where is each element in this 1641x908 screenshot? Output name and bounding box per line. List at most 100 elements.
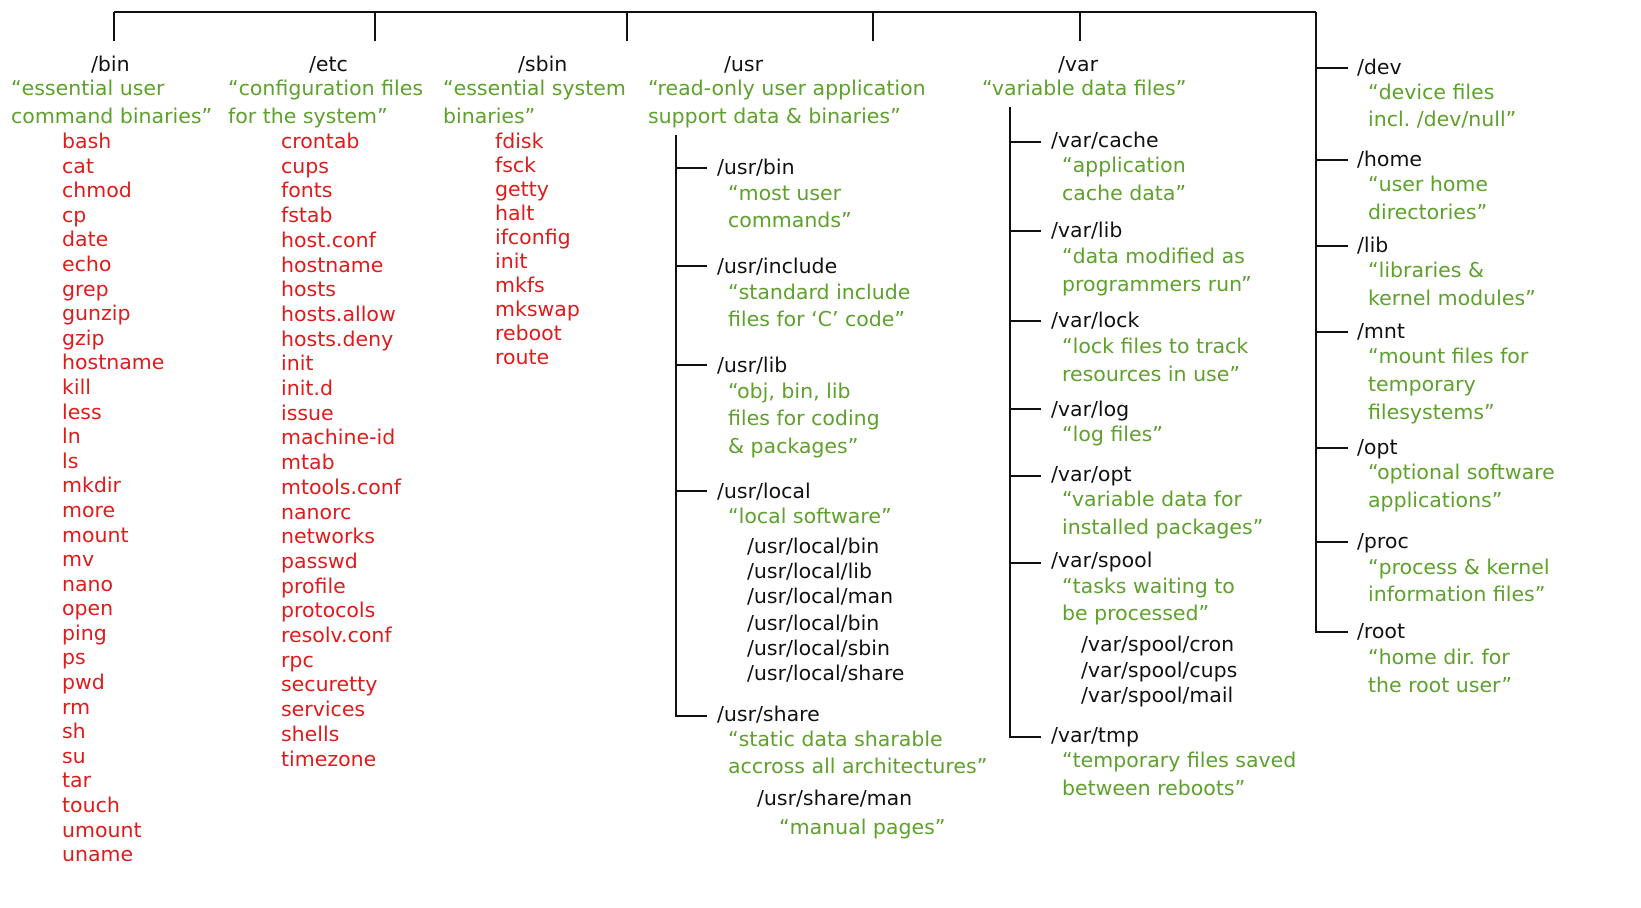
- bin-file: grep: [62, 276, 109, 301]
- etc-file: issue: [281, 400, 334, 425]
- etc-file: init.d: [281, 376, 333, 401]
- etc-file: passwd: [281, 548, 358, 573]
- bin-file: tar: [62, 768, 92, 793]
- usr-lib-desc-line-2: files for coding: [728, 406, 880, 430]
- etc-file: securetty: [281, 672, 378, 697]
- etc-file: cups: [281, 153, 329, 178]
- lib-dir-label: /lib: [1357, 233, 1389, 257]
- var-log-desc: “log files”: [1062, 422, 1163, 446]
- etc-desc-line-2: for the system”: [228, 104, 388, 128]
- etc-file: hosts.allow: [281, 301, 396, 326]
- var-desc: “variable data files”: [982, 76, 1187, 100]
- etc-file: machine-id: [281, 425, 396, 450]
- usr-desc-line-1: “read-only user application: [648, 76, 926, 100]
- bin-file: cp: [62, 202, 87, 227]
- etc-file: mtab: [281, 450, 335, 475]
- var-spool-desc-line-1: “tasks waiting to: [1062, 574, 1235, 598]
- opt-desc-line-2: applications”: [1368, 488, 1503, 512]
- opt-desc-line-1: “optional software: [1368, 460, 1555, 484]
- sbin-file: mkfs: [495, 273, 545, 297]
- var-tmp-label: /var/tmp: [1051, 723, 1139, 747]
- var-cache-label: /var/cache: [1051, 128, 1159, 152]
- home-dir-label: /home: [1357, 147, 1423, 171]
- sbin-file: route: [495, 345, 550, 369]
- bin-file: mount: [62, 522, 129, 547]
- etc-file: hosts.deny: [281, 326, 394, 351]
- mnt-desc-line-2: temporary: [1368, 372, 1476, 396]
- etc-file: nanorc: [281, 499, 352, 524]
- var-spool-sub: /var/spool/cups: [1081, 658, 1238, 682]
- bin-file: ln: [62, 424, 81, 449]
- root-dir-label: /root: [1357, 619, 1406, 643]
- etc-file: crontab: [281, 129, 360, 153]
- var-lib-label: /var/lib: [1051, 218, 1123, 242]
- root-desc-line-2: the root user”: [1368, 673, 1512, 697]
- sbin-file: reboot: [495, 321, 562, 345]
- proc-desc-line-1: “process & kernel: [1368, 555, 1550, 579]
- bin-file: more: [62, 497, 116, 522]
- opt-dir-label: /opt: [1357, 435, 1398, 459]
- bin-file: rm: [62, 694, 91, 719]
- usr-local-desc: “local software”: [728, 504, 892, 528]
- sbin-file: fsck: [495, 153, 537, 177]
- etc-file: init: [281, 351, 314, 376]
- var-cache-desc-line-2: cache data”: [1062, 181, 1187, 205]
- mnt-dir-label: /mnt: [1357, 319, 1405, 343]
- bin-file: gzip: [62, 325, 105, 350]
- root-desc-line-1: “home dir. for: [1368, 645, 1510, 669]
- etc-dir-label: /etc: [309, 52, 348, 76]
- etc-file: networks: [281, 524, 375, 549]
- var-lib-desc-line-2: programmers run”: [1062, 272, 1252, 296]
- bin-file: ps: [62, 645, 86, 670]
- bin-file: bash: [62, 129, 112, 153]
- usr-lib-desc-line-3: & packages”: [728, 434, 859, 458]
- bin-desc-line-2: command binaries”: [11, 104, 213, 128]
- sbin-file: getty: [495, 177, 549, 201]
- bin-file: uname: [62, 842, 134, 867]
- var-tmp-desc-line-1: “temporary files saved: [1062, 748, 1297, 772]
- home-desc-line-2: directories”: [1368, 200, 1488, 224]
- bin-file: mkdir: [62, 473, 121, 498]
- var-opt-desc-line-2: installed packages”: [1062, 515, 1264, 539]
- var-dir-label: /var: [1058, 52, 1099, 76]
- usr-local-sub: /usr/local/sbin: [747, 636, 890, 660]
- home-desc-line-1: “user home: [1368, 172, 1488, 196]
- etc-file: hostname: [281, 252, 384, 277]
- proc-dir-label: /proc: [1357, 529, 1409, 553]
- bin-file: su: [62, 743, 86, 768]
- usr-bin-desc-line-2: commands”: [728, 208, 852, 232]
- sbin-dir-label: /sbin: [518, 52, 568, 76]
- var-lock-desc-line-1: “lock files to track: [1062, 334, 1249, 358]
- etc-file: services: [281, 697, 366, 722]
- dev-desc-line-1: “device files: [1368, 80, 1495, 104]
- etc-file: fstab: [281, 203, 333, 228]
- usr-lib-desc-line-1: “obj, bin, lib: [728, 379, 851, 403]
- bin-file: sh: [62, 719, 86, 744]
- usr-share-man-label: /usr/share/man: [757, 786, 913, 810]
- etc-file: protocols: [281, 598, 376, 623]
- bin-file: cat: [62, 153, 94, 178]
- usr-lib-label: /usr/lib: [717, 353, 788, 377]
- var-spool-sub: /var/spool/mail: [1081, 683, 1234, 707]
- bin-file: gunzip: [62, 301, 131, 326]
- bin-file: ping: [62, 620, 107, 645]
- etc-file: resolv.conf: [281, 623, 392, 648]
- var-cache-desc-line-1: “application: [1062, 153, 1186, 177]
- bin-file: chmod: [62, 178, 132, 203]
- bin-file: pwd: [62, 670, 105, 695]
- bin-file: touch: [62, 793, 120, 818]
- usr-bin-label: /usr/bin: [717, 155, 795, 179]
- bin-file: umount: [62, 817, 142, 842]
- sbin-file: fdisk: [495, 129, 544, 153]
- usr-include-label: /usr/include: [717, 254, 838, 278]
- bin-file: open: [62, 596, 114, 621]
- etc-file: mtools.conf: [281, 474, 402, 499]
- etc-file: rpc: [281, 647, 314, 672]
- sbin-file-list: fdisk fsck getty halt ifconfig init mkfs…: [495, 129, 580, 369]
- dev-dir-label: /dev: [1357, 55, 1402, 79]
- etc-file: host.conf: [281, 227, 376, 252]
- sbin-desc-line-1: “essential system: [443, 76, 626, 100]
- etc-file: fonts: [281, 178, 333, 203]
